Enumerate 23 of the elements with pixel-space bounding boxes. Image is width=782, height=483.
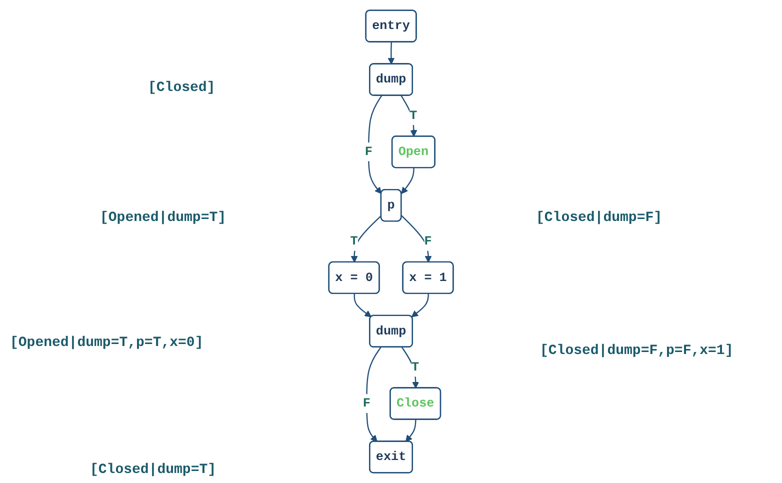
state-annotation: [Closed|dump=T] — [90, 462, 216, 478]
state-annotation: [Closed|dump=F] — [536, 210, 662, 226]
arrow — [354, 294, 372, 318]
edge-label: T — [410, 108, 418, 123]
state-annotation: [Opened|dump=T,p=T,x=0] — [10, 335, 204, 351]
edge-label: T — [350, 234, 358, 249]
arrow — [400, 95, 418, 137]
state-annotation: [Closed] — [148, 80, 216, 96]
arrow — [366, 346, 382, 442]
arrow — [350, 215, 382, 263]
arrow — [401, 215, 432, 263]
arrow — [411, 294, 429, 318]
state-annotation: [Closed|dump=F,p=F,x=1] — [540, 343, 734, 359]
edge-label: F — [362, 396, 370, 411]
edge-label: T — [412, 360, 420, 374]
arrow — [405, 420, 416, 442]
edge-label: F — [364, 144, 372, 159]
arrow — [401, 346, 420, 388]
state-annotation: [Opened|dump=T] — [100, 210, 226, 226]
arrow — [368, 95, 382, 194]
arrow — [388, 42, 395, 64]
edge-label: F — [424, 234, 432, 249]
arrow — [401, 168, 414, 194]
